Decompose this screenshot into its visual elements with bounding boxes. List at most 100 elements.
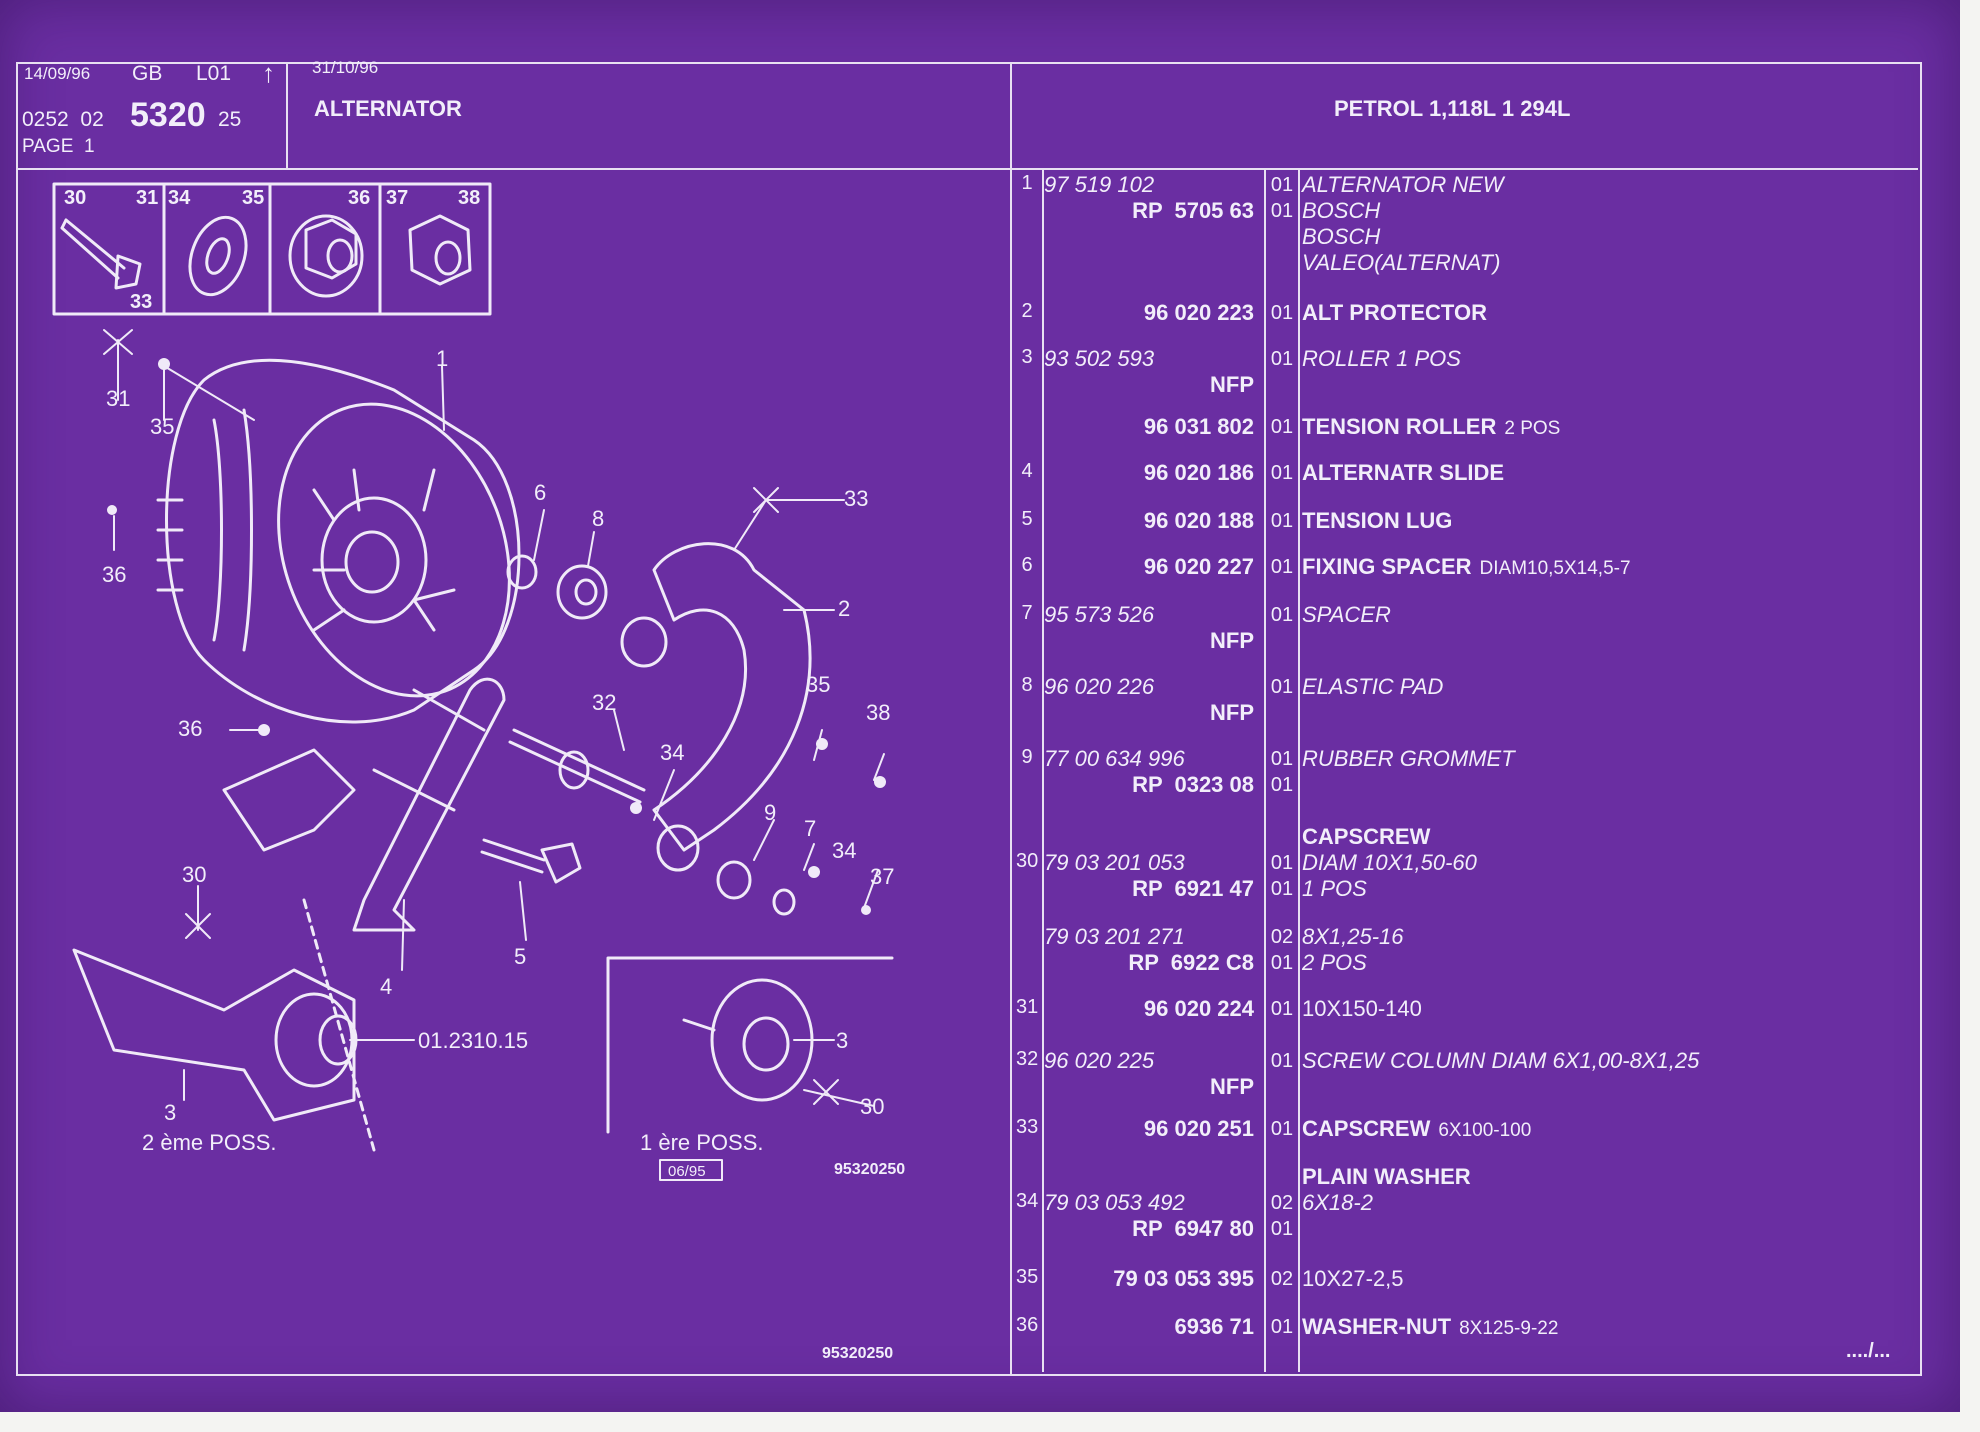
quantity-value: 01 (1270, 510, 1294, 532)
parts-sheet: 14/09/96 GB L01 ↑ 0252 02 5320 25 PAGE 1… (0, 0, 1960, 1412)
flange-nut-icon (288, 214, 364, 298)
row-number: 6 (1021, 554, 1033, 576)
row-description: 10X150-140 (1302, 996, 1422, 1022)
elastic-pad-drawing (556, 564, 608, 620)
description-text: SCREW COLUMN DIAM 6X1,00-8X1,25 (1302, 1048, 1700, 1073)
description-text: 2 POS (1302, 950, 1367, 975)
callout-34b: 34 (832, 838, 856, 863)
reference-code: RP 6922 C8 (1128, 950, 1254, 975)
row-description: PLAIN WASHER (1302, 1164, 1471, 1190)
header-page: PAGE 1 (22, 136, 95, 157)
description-line: RUBBER GROMMET (1302, 746, 1515, 772)
row-number: 31 (1016, 996, 1039, 1018)
header-code-prefix: 0252 02 (22, 108, 104, 131)
description-text: FIXING SPACER (1302, 554, 1472, 579)
row-quantity: 01 (1266, 460, 1298, 486)
callout-32: 32 (592, 690, 616, 715)
row-description: ALTERNATR SLIDE (1302, 460, 1504, 486)
reference-code: RP 0323 08 (1132, 772, 1254, 797)
fastener-dots (107, 358, 886, 915)
row-reference: 96 020 227 (1044, 554, 1254, 580)
description-suffix: 8X125-9-22 (1459, 1318, 1559, 1339)
row-quantity: 01 (1266, 508, 1298, 534)
reference-number: 79 03 201 271 (1044, 924, 1185, 949)
description-line: VALEO(ALTERNAT) (1302, 250, 1504, 276)
description-line: SPACER (1302, 602, 1391, 628)
kit-label-34: 34 (168, 187, 191, 209)
description-line: ALTERNATR SLIDE (1302, 460, 1504, 486)
nut-icon (408, 214, 472, 286)
description-text: ELASTIC PAD (1302, 674, 1444, 699)
reference-code: NFP (1210, 372, 1254, 397)
quantity-value: 01 (1270, 1118, 1294, 1140)
callout-30-inset: 30 (860, 1094, 884, 1119)
callout-34: 34 (660, 740, 684, 765)
reference-code: RP 5705 63 (1132, 198, 1254, 223)
callout-33: 33 (844, 486, 868, 511)
description-line: ALTERNATOR NEW (1302, 172, 1504, 198)
row-number: 7 (1021, 602, 1033, 624)
diagram-ref-bottom: 95320250 (822, 1345, 893, 1362)
row-description: SPACER (1302, 602, 1391, 628)
quantity-value: 01 (1270, 416, 1294, 438)
header-code-main: 5320 (130, 96, 206, 134)
leader-lines (103, 329, 885, 1107)
quantity-value: 01 (1270, 748, 1294, 770)
description-line: BOSCH (1302, 224, 1504, 250)
callout-30: 30 (182, 862, 206, 887)
description-line: TENSION LUG (1302, 508, 1452, 534)
tension-lug-drawing (222, 748, 356, 852)
description-text: TENSION LUG (1302, 508, 1453, 533)
description-text: VALEO(ALTERNAT) (1302, 250, 1501, 275)
description-text: CAPSCREW (1302, 824, 1431, 849)
table-col-line-3 (1298, 168, 1300, 1372)
date-box (659, 1159, 723, 1181)
header-date2: 31/10/96 (312, 58, 379, 77)
quantity-value: 01 (1270, 348, 1294, 370)
row-number: 5 (1021, 508, 1033, 530)
description-line: 8X1,25-16 (1302, 924, 1404, 950)
row-description: 10X27-2,5 (1302, 1266, 1404, 1292)
outer-frame (16, 62, 1922, 1376)
reference-code: RP 6947 80 (1132, 1216, 1254, 1241)
callout-8: 8 (592, 506, 604, 531)
row-reference: 96 020 223 (1044, 300, 1254, 326)
row-reference: 96 031 802 (1044, 414, 1254, 440)
spacer-drawing (506, 554, 538, 590)
reference-code: 96 020 251 (1143, 1116, 1254, 1141)
callout-35: 35 (150, 414, 174, 439)
callout-part-ref: 01.2310.15 (418, 1028, 528, 1053)
quantity-value: 01 (1270, 878, 1294, 900)
reference-code: NFP (1210, 1074, 1254, 1099)
quantity-value: 01 (1270, 1050, 1294, 1072)
reference-code: NFP (1210, 628, 1254, 653)
row-number: 8 (1021, 674, 1033, 696)
row-quantity: 01 (1266, 554, 1298, 580)
description-line: ROLLER 1 POS (1302, 346, 1461, 372)
description-text: ALTERNATOR NEW (1302, 172, 1504, 197)
description-line: 2 POS (1302, 950, 1404, 976)
description-text: 8X1,25-16 (1302, 924, 1404, 949)
quantity-value: 01 (1270, 676, 1294, 698)
header-divider (16, 168, 1918, 170)
description-text: 10X150-140 (1302, 996, 1422, 1021)
quantity-value: 01 (1270, 462, 1294, 484)
quantity-value: 01 (1270, 174, 1294, 196)
callout-6: 6 (534, 480, 546, 505)
row-quantity: 01 (1266, 1314, 1298, 1340)
callout-36: 36 (102, 562, 126, 587)
description-text: ALT PROTECTOR (1302, 300, 1487, 325)
reference-number: 79 03 201 053 (1044, 850, 1185, 875)
description-line: CAPSCREW (1302, 824, 1430, 850)
